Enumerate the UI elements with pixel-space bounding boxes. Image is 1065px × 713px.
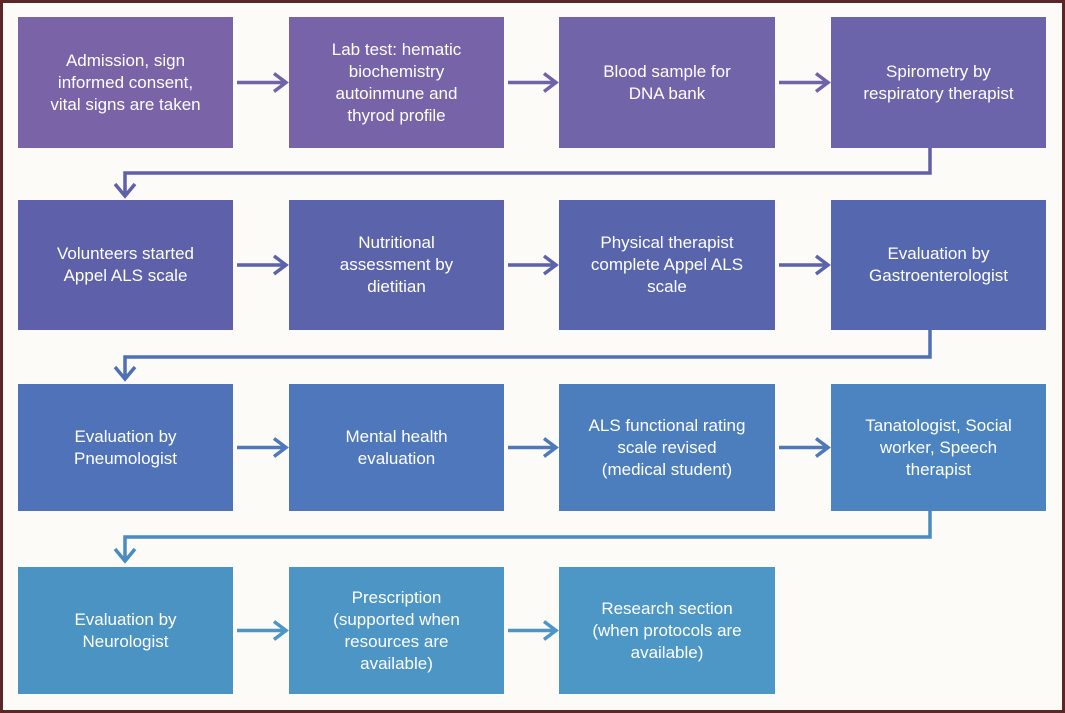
flow-step-label: Admission, sign informed consent, vital … [50,50,201,114]
flow-step-r4c3: Research section (when protocols are ava… [559,567,775,694]
flow-step-label: Tanatologist, Social worker, Speech ther… [865,415,1012,479]
flow-step-r3c4: Tanatologist, Social worker, Speech ther… [831,384,1046,511]
flow-arrow-right [237,254,289,276]
flow-step-r2c4: Evaluation by Gastroenterologist [831,200,1046,330]
flow-arrow-right [508,254,559,276]
flow-connector-down [113,511,932,564]
flow-step-label: Nutritional assessment by dietitian [339,233,454,296]
flow-step-label: ALS functional rating scale revised (med… [588,415,746,479]
flow-step-r2c1: Volunteers started Appel ALS scale [18,200,233,330]
flow-step-label: Evaluation by Neurologist [74,609,177,651]
flow-connector-down [113,148,932,199]
flow-step-r1c1: Admission, sign informed consent, vital … [18,17,233,148]
flow-arrow-right [237,72,289,93]
flow-arrow-right [779,254,831,276]
flow-step-r2c2: Nutritional assessment by dietitian [289,200,504,330]
flow-arrow-right [779,72,831,93]
flow-arrow-right [508,72,559,93]
flow-arrow-right [508,437,559,458]
flow-arrow-right [508,620,559,641]
flow-step-label: Lab test: hematic biochemistry autoinmun… [331,39,462,125]
flow-step-label: Spirometry by respiratory therapist [863,61,1014,103]
flow-step-label: Physical therapist complete Appel ALS sc… [590,233,744,296]
flow-arrow-right [237,620,289,641]
flow-step-label: Blood sample for DNA bank [603,61,731,103]
flow-step-r3c2: Mental health evaluation [289,384,504,511]
flow-arrow-right [237,437,289,458]
flow-step-r3c1: Evaluation by Pneumologist [18,384,233,511]
flow-step-r3c3: ALS functional rating scale revised (med… [559,384,775,511]
flow-arrow-right [779,437,831,458]
flow-step-r2c3: Physical therapist complete Appel ALS sc… [559,200,775,330]
flow-step-label: Volunteers started Appel ALS scale [56,244,195,285]
flow-step-label: Research section (when protocols are ava… [592,598,742,662]
flow-step-r1c3: Blood sample for DNA bank [559,17,775,148]
flow-step-r1c4: Spirometry by respiratory therapist [831,17,1046,148]
flow-step-label: Prescription (supported when resources a… [333,587,460,673]
flow-step-label: Mental health evaluation [345,426,448,468]
flow-step-label: Evaluation by Gastroenterologist [869,244,1008,285]
flow-step-r1c2: Lab test: hematic biochemistry autoinmun… [289,17,504,148]
flow-step-r4c2: Prescription (supported when resources a… [289,567,504,694]
flow-step-r4c1: Evaluation by Neurologist [18,567,233,694]
flow-step-label: Evaluation by Pneumologist [73,426,177,468]
flow-connector-down [113,330,932,382]
